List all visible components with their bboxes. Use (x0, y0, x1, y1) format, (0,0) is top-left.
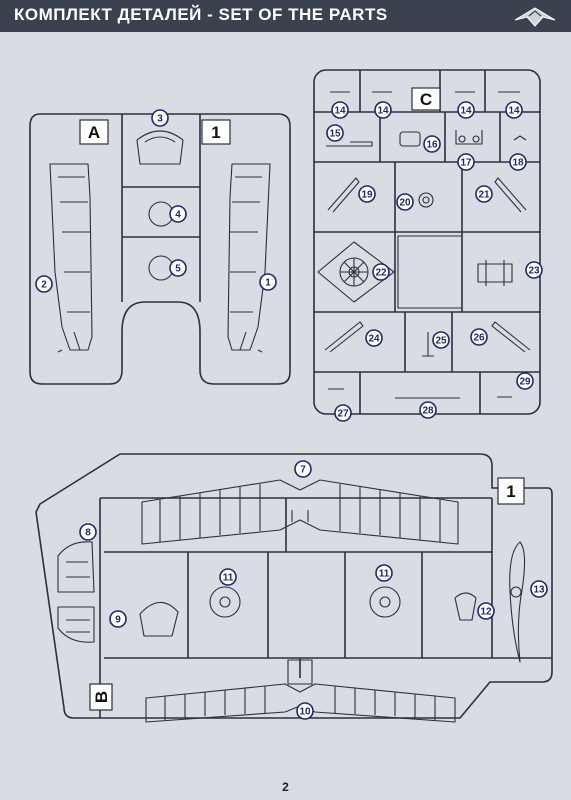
sprue-a-frame (29, 113, 291, 385)
part-callout-3: 3 (151, 109, 169, 127)
part-callout-13: 13 (530, 580, 548, 598)
part-callout-number: 22 (375, 268, 387, 279)
part-callout-15: 15 (326, 124, 344, 142)
part-callout-10: 10 (296, 702, 314, 720)
part-callout-21: 21 (475, 185, 493, 203)
part-callout-7: 7 (294, 460, 312, 478)
aviation-brand-logo-icon (514, 7, 556, 27)
part-callout-29: 29 (516, 372, 534, 390)
page-number: 2 (282, 780, 289, 794)
part-callout-number: 14 (334, 106, 346, 117)
part-callout-26: 26 (470, 328, 488, 346)
part-callout-number: 4 (175, 210, 181, 221)
part-callout-number: 28 (422, 406, 434, 417)
part-callout-23: 23 (525, 261, 543, 279)
part-callout-number: 9 (115, 615, 121, 626)
sprue-b-letter-tag: B (92, 691, 111, 703)
part-callout-number: 18 (512, 158, 524, 169)
part-callout-27: 27 (334, 404, 352, 422)
part-callout-number: 15 (329, 129, 341, 140)
sprue-a-fuselage-halves (49, 163, 271, 353)
part-callout-number: 11 (223, 573, 234, 584)
part-callout-22: 22 (372, 263, 390, 281)
part-callout-number: 27 (337, 409, 349, 420)
sprue-b-lower-wing (145, 659, 456, 723)
sprue-diagram: A 1 C B 1 345211414141415161718192021222… (29, 69, 553, 723)
sprue-tags: A 1 C B 1 (79, 87, 525, 711)
part-callout-2: 2 (35, 275, 53, 293)
part-callout-17: 17 (457, 153, 475, 171)
part-callout-25: 25 (432, 331, 450, 349)
part-callout-1: 1 (259, 273, 277, 291)
part-callout-14: 14 (331, 101, 349, 119)
part-callout-number: 1 (265, 278, 271, 289)
part-callout-16: 16 (423, 135, 441, 153)
sprue-a-number-tag: 1 (211, 123, 220, 142)
part-callout-number: 24 (368, 334, 380, 345)
part-callout-number: 14 (460, 106, 472, 117)
part-callout-number: 14 (377, 106, 389, 117)
part-callout-number: 20 (399, 198, 411, 209)
part-callout-number: 29 (519, 377, 531, 388)
part-callout-19: 19 (358, 185, 376, 203)
part-callout-number: 3 (157, 114, 163, 125)
part-callout-11: 11 (375, 564, 393, 582)
part-callout-number: 19 (361, 190, 373, 201)
sprue-c-letter-tag: C (420, 90, 432, 109)
sprue-a-letter-tag: A (88, 123, 100, 142)
part-callout-18: 18 (509, 153, 527, 171)
part-callout-number: 26 (473, 333, 485, 344)
part-callout-14: 14 (374, 101, 392, 119)
sprue-c-small-parts (317, 91, 531, 399)
part-callout-14: 14 (457, 101, 475, 119)
part-callout-number: 16 (426, 140, 438, 151)
sprue-b-wheels-prop (209, 541, 526, 663)
part-callout-number: 25 (435, 336, 447, 347)
part-callout-number: 2 (41, 280, 47, 291)
part-callout-20: 20 (396, 193, 414, 211)
part-callout-number: 14 (508, 106, 520, 117)
part-callout-number: 12 (480, 607, 492, 618)
part-callout-number: 11 (379, 569, 390, 580)
part-callout-number: 7 (300, 465, 306, 476)
sprue-b-number-tag: 1 (506, 482, 515, 501)
part-callout-4: 4 (169, 205, 187, 223)
part-callout-8: 8 (79, 523, 97, 541)
part-callout-11: 11 (219, 568, 237, 586)
sprue-c-frame (313, 69, 541, 415)
page-title: КОМПЛЕКТ ДЕТАЛЕЙ - SET OF THE PARTS (14, 5, 388, 24)
part-callout-12: 12 (477, 602, 495, 620)
sprue-b-upper-wing (141, 479, 459, 545)
part-callout-number: 13 (533, 585, 545, 596)
page-header: КОМПЛЕКТ ДЕТАЛЕЙ - SET OF THE PARTS (0, 0, 571, 32)
part-callout-number: 23 (528, 266, 540, 277)
part-callout-28: 28 (419, 401, 437, 419)
part-callout-14: 14 (505, 101, 523, 119)
part-callout-number: 17 (460, 158, 472, 169)
sprue-b-frame (35, 453, 553, 719)
sprue-b-tailplanes (57, 541, 179, 643)
part-callout-9: 9 (109, 610, 127, 628)
part-callout-number: 5 (175, 264, 181, 275)
part-callout-number: 10 (299, 707, 311, 718)
part-callout-5: 5 (169, 259, 187, 277)
part-callout-24: 24 (365, 329, 383, 347)
part-callout-number: 21 (478, 190, 490, 201)
part-callout-number: 8 (85, 528, 91, 539)
